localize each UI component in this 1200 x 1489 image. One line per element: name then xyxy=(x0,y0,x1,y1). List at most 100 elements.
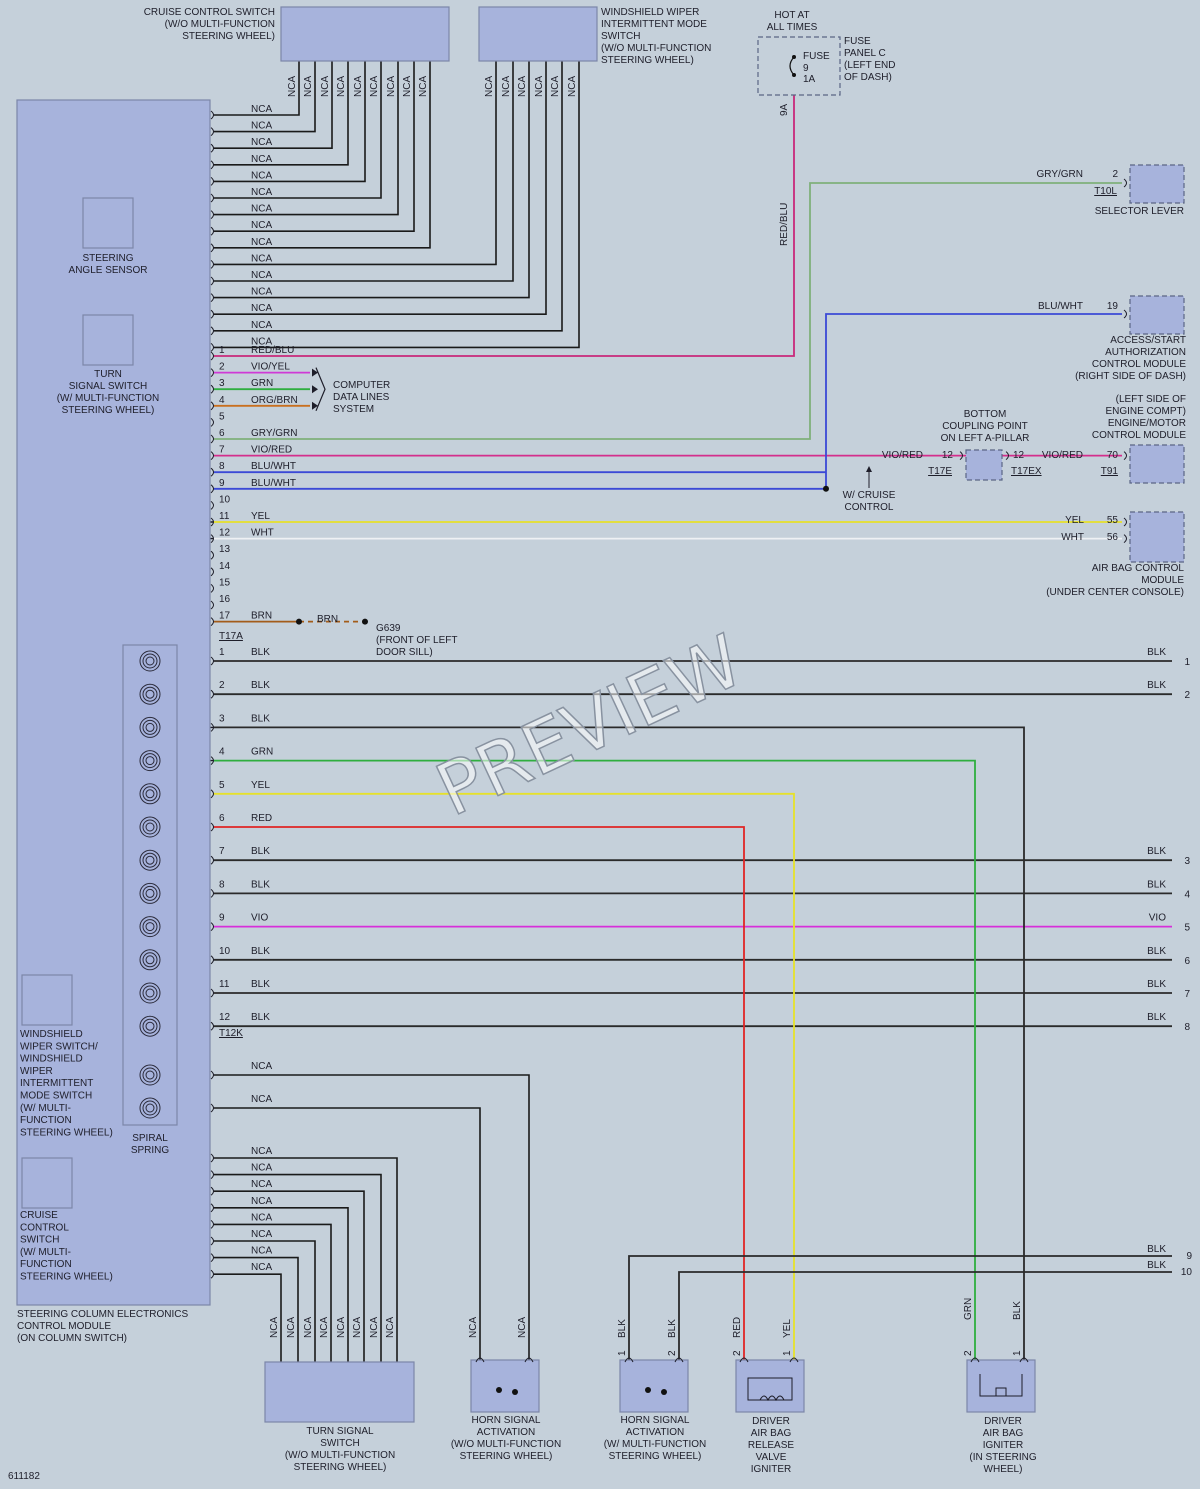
top-nca-label: NCA xyxy=(251,303,272,314)
right-pin-label: 2 xyxy=(1184,690,1190,701)
pin-number: 15 xyxy=(219,577,231,588)
horn-left-label-line: ACTIVATION xyxy=(477,1427,536,1438)
access-module-label-line: (RIGHT SIDE OF DASH) xyxy=(1075,371,1186,382)
wire-color-label: RED xyxy=(251,813,272,824)
top-nca-label: NCA xyxy=(251,253,272,264)
connector-id: T17A xyxy=(219,631,243,642)
igniter-pin-chevron xyxy=(1019,1357,1029,1363)
right-color-label: BLK xyxy=(1147,647,1166,658)
driver-valve-label-line: RELEASE xyxy=(748,1440,794,1451)
pin-number: 1 xyxy=(617,1350,628,1356)
spiral-coil xyxy=(139,1097,161,1119)
top-nca-wire xyxy=(213,61,399,216)
wire-blk-igniter xyxy=(213,726,1025,1360)
horn-left-vlabel: NCA xyxy=(517,1317,528,1338)
wiper-switch-top-label-line: INTERMITTENT MODE xyxy=(601,19,707,30)
top-nca-wire xyxy=(213,61,300,116)
driver-valve-label-line: AIR BAG xyxy=(751,1428,792,1439)
computer-data-label-line: SYSTEM xyxy=(333,404,374,415)
bottom-nca-wire xyxy=(213,1173,382,1362)
right-pin-label: 7 xyxy=(1184,989,1190,1000)
wiper-top-vlabel: NCA xyxy=(567,76,578,97)
horn-activation-right-contact xyxy=(645,1387,651,1393)
connector-pin xyxy=(210,467,214,477)
wire-grn-igniter xyxy=(213,759,976,1360)
igniter-element xyxy=(995,1387,1007,1396)
horn-activation-right-contact xyxy=(661,1389,667,1395)
spiral-coil xyxy=(139,949,161,971)
spiral-nca-wire xyxy=(213,1107,481,1360)
access-module-box xyxy=(1129,295,1185,335)
data-line-arrow xyxy=(312,401,318,410)
right-pin-label: 3 xyxy=(1184,856,1190,867)
spiral-coil xyxy=(145,922,155,932)
modules-layer xyxy=(16,6,1185,1423)
wire-color-label: BRN xyxy=(251,611,272,622)
top-nca-wire xyxy=(213,61,431,249)
driver-igniter-label-line: IGNITER xyxy=(983,1440,1024,1451)
wire-right-lower xyxy=(678,1271,1172,1360)
airbag-wire-label: YEL xyxy=(1065,515,1084,526)
connector-pin xyxy=(210,260,214,269)
connector-pin xyxy=(1123,309,1127,319)
spiral-coil xyxy=(145,756,155,766)
turn-signal-inner-label-line: TURN xyxy=(94,369,122,380)
connector-pin xyxy=(210,1103,214,1113)
airbag-pin-label: 56 xyxy=(1107,532,1119,543)
wire-color-label: YEL xyxy=(251,780,270,791)
fuse-word: FUSE xyxy=(803,51,830,62)
cruise-switch-box xyxy=(21,1157,73,1209)
wire-color-label: GRN xyxy=(251,747,273,758)
fuse-panel-box xyxy=(757,36,841,96)
pin-number: 2 xyxy=(732,1350,743,1356)
spiral-coil xyxy=(142,1018,158,1034)
steering-angle-sensor-box xyxy=(82,197,134,249)
right-pin-label: 10 xyxy=(1181,1267,1193,1278)
spiral-coil xyxy=(142,719,158,735)
top-nca-label: NCA xyxy=(251,137,272,148)
driver-igniter-label-line: DRIVER xyxy=(984,1416,1022,1427)
spiral-coil xyxy=(145,1070,155,1080)
right-color-label: BLK xyxy=(1147,1012,1166,1023)
wiper-switch-top-label-line: WINDSHIELD WIPER xyxy=(601,7,699,18)
turn-signal-switch-box xyxy=(82,314,134,366)
spiral-coil xyxy=(145,888,155,898)
cruise-top-vlabel: NCA xyxy=(287,76,298,97)
wiper-inner-label-line: (W/ MULTI- xyxy=(20,1103,71,1114)
wire-color-label: NCA xyxy=(251,1229,272,1240)
ecm-conn-label: T91 xyxy=(1101,466,1119,477)
fuse-contact xyxy=(792,73,796,77)
coupling-conn-label: T17EX xyxy=(1011,466,1042,477)
cruise-top-vlabel: NCA xyxy=(320,76,331,97)
wire-color-label: ORG/BRN xyxy=(251,395,298,406)
figure-id: 611182 xyxy=(8,1471,40,1482)
driver-igniter-vlabel: BLK xyxy=(1012,1301,1023,1320)
turn-signal-bottom-label-line: STEERING WHEEL) xyxy=(294,1462,387,1473)
wire-red-valve xyxy=(213,826,745,1360)
pin-number: 12 xyxy=(219,1012,231,1023)
bottom-nca-wire xyxy=(213,1223,332,1362)
fuse-panel-label-line: PANEL C xyxy=(844,48,886,59)
connector-pin xyxy=(210,955,214,965)
bottom-nca-wire xyxy=(213,1207,349,1362)
top-nca-wire xyxy=(213,61,382,199)
driver-valve-vlabel: YEL xyxy=(782,1319,793,1338)
data-line-arrow xyxy=(312,368,318,377)
spiral-coil xyxy=(139,916,161,938)
cruise-top-vlabel: NCA xyxy=(303,76,314,97)
cruise-note-label-line: CONTROL xyxy=(845,502,894,513)
wire-color-label: VIO xyxy=(251,913,268,924)
cruise-inner-label-line: STEERING WHEEL) xyxy=(20,1272,113,1283)
spiral-coil xyxy=(139,650,161,672)
connector-pin xyxy=(210,1070,214,1080)
turn-bottom-vlabel: NCA xyxy=(303,1317,314,1338)
pin-number: 1 xyxy=(1012,1350,1023,1356)
connector-pin xyxy=(210,1253,214,1262)
wiper-top-vlabel: NCA xyxy=(550,76,561,97)
cruise-inner-label-line: SWITCH xyxy=(20,1235,59,1246)
connector-pin xyxy=(210,600,214,610)
connector-pin xyxy=(210,689,214,699)
turn-signal-bottom-label-line: TURN SIGNAL xyxy=(306,1426,374,1437)
ecm-pin-label: 70 xyxy=(1107,450,1119,461)
spiral-coil xyxy=(142,985,158,1001)
